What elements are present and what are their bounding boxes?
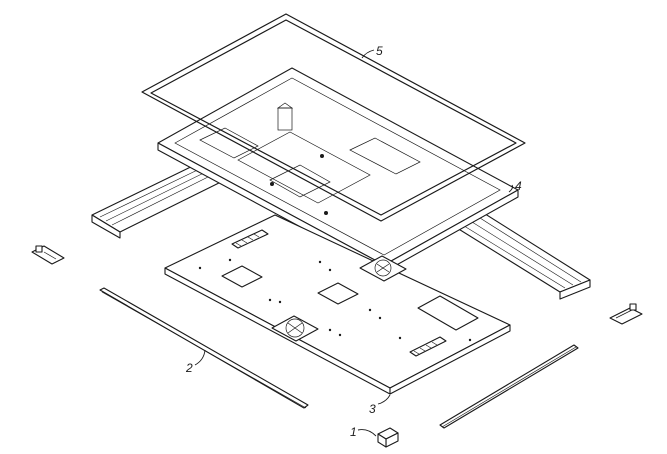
end-bracket-right bbox=[609, 303, 643, 325]
module-block-center bbox=[317, 282, 359, 305]
end-bracket-left bbox=[31, 245, 65, 265]
mounting-frame bbox=[157, 67, 519, 273]
leader-line-4 bbox=[508, 184, 514, 193]
fan-left bbox=[271, 315, 319, 342]
side-strip-right bbox=[439, 344, 579, 429]
leader-line-1 bbox=[357, 429, 377, 437]
side-strip-left bbox=[99, 287, 309, 409]
callout-1: 1 bbox=[350, 425, 357, 439]
vent-grille-top bbox=[231, 229, 269, 249]
callout-5: 5 bbox=[376, 44, 383, 58]
vent-grille-bottom bbox=[409, 336, 447, 357]
left-support-rail bbox=[91, 159, 236, 239]
clip-part bbox=[377, 427, 399, 448]
callout-4: 4 bbox=[515, 179, 522, 193]
callout-3: 3 bbox=[369, 402, 376, 416]
leader-line-5 bbox=[361, 49, 375, 59]
base-plate bbox=[164, 214, 511, 395]
top-gasket-frame bbox=[141, 13, 526, 222]
module-block-left bbox=[221, 265, 263, 288]
module-block-right bbox=[417, 295, 479, 331]
leader-line-3 bbox=[377, 394, 391, 405]
leader-line-2 bbox=[194, 349, 206, 366]
fan-right bbox=[359, 255, 407, 282]
callout-2: 2 bbox=[185, 361, 193, 375]
